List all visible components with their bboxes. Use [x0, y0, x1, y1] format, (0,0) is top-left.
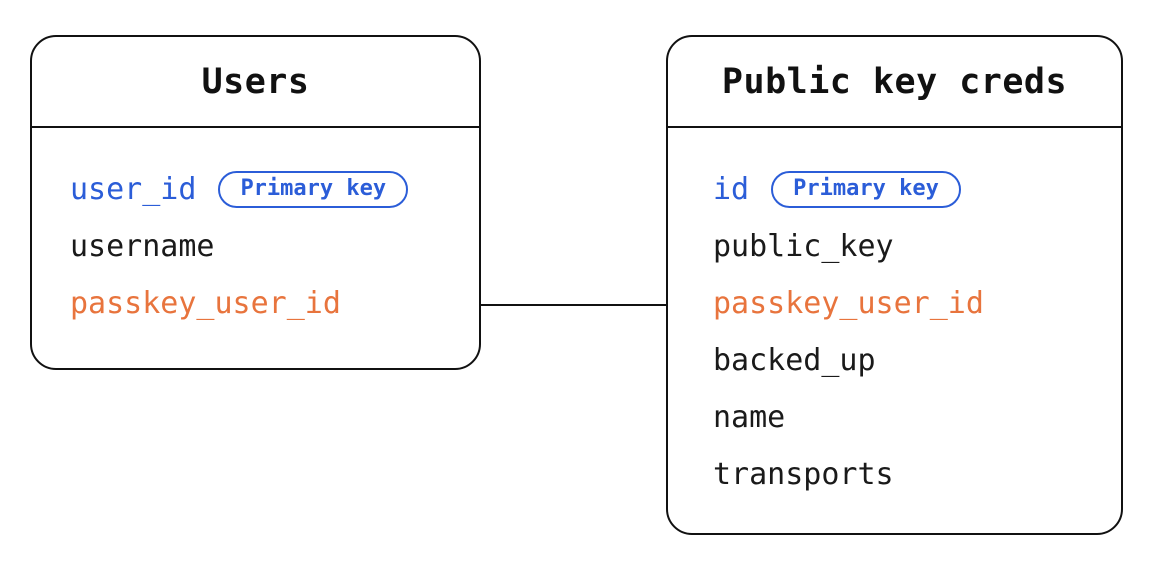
table-title: Public key creds — [721, 61, 1068, 102]
field-name-transports: transports — [713, 457, 894, 492]
field-row: public_key — [713, 218, 1121, 275]
field-name-passkey-user-id: passkey_user_id — [713, 286, 984, 321]
primary-key-badge: Primary key — [771, 171, 961, 208]
table-users-header: Users — [32, 37, 479, 128]
table-public-key-creds-fields: id Primary key public_key passkey_user_i… — [668, 128, 1121, 503]
field-name-user-id: user_id — [70, 172, 197, 207]
field-row: backed_up — [713, 332, 1121, 389]
field-row: passkey_user_id — [713, 275, 1121, 332]
field-name-backed-up: backed_up — [713, 343, 876, 378]
field-name-passkey-user-id: passkey_user_id — [70, 286, 341, 321]
table-public-key-creds-header: Public key creds — [668, 37, 1121, 128]
primary-key-badge: Primary key — [218, 171, 409, 208]
table-title: Users — [201, 61, 310, 102]
field-row: passkey_user_id — [70, 275, 479, 332]
field-row: transports — [713, 446, 1121, 503]
relationship-line-users-public-key-creds — [481, 304, 666, 306]
table-users: Users user_id Primary key username passk… — [30, 35, 481, 370]
field-row: user_id Primary key — [70, 161, 479, 218]
field-row: name — [713, 389, 1121, 446]
table-users-fields: user_id Primary key username passkey_use… — [32, 128, 479, 332]
field-name-username: username — [70, 229, 215, 264]
field-row: username — [70, 218, 479, 275]
table-public-key-creds: Public key creds id Primary key public_k… — [666, 35, 1123, 535]
field-row: id Primary key — [713, 161, 1121, 218]
field-name-public-key: public_key — [713, 229, 894, 264]
field-name-id: id — [713, 172, 750, 207]
field-name-name: name — [713, 400, 786, 435]
